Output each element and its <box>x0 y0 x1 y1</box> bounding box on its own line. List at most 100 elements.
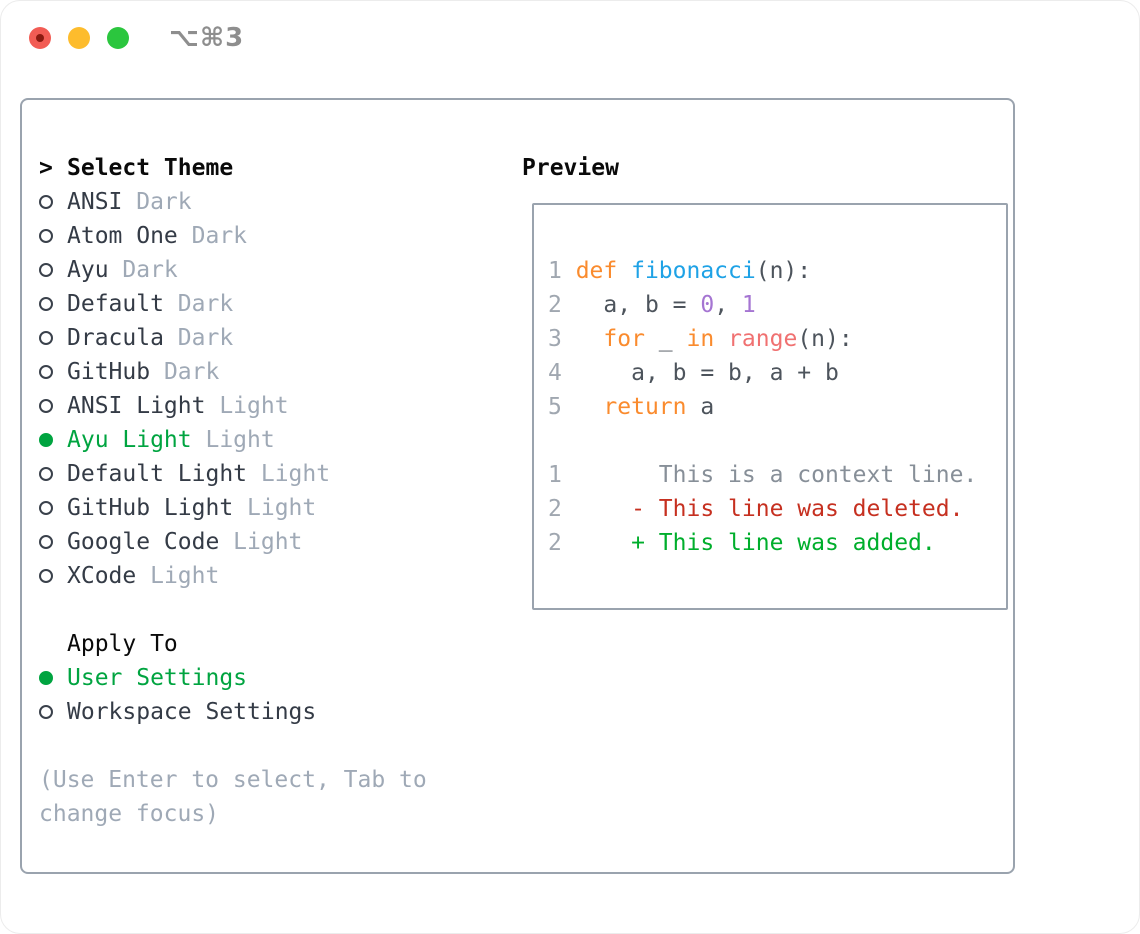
code-token-num: 1 <box>741 292 756 318</box>
code-token-pl: a <box>686 394 715 420</box>
code-token-ln: 1 <box>548 258 576 284</box>
code-line: 3 for _ in range(n): <box>548 322 1006 356</box>
marker-cell <box>39 569 67 583</box>
apply-to-option[interactable]: Workspace Settings <box>39 695 489 729</box>
keyboard-shortcut-label: ⌥⌘3 <box>169 23 245 53</box>
theme-name: Atom One <box>67 223 178 249</box>
theme-variant-label: Dark <box>177 325 234 351</box>
theme-option[interactable]: Ayu Dark <box>39 253 489 287</box>
theme-variant-label: Dark <box>177 291 234 317</box>
code-token-ln: 4 <box>548 360 576 386</box>
close-button[interactable] <box>29 27 51 49</box>
code-token-ln: 5 <box>548 394 576 420</box>
zoom-button[interactable] <box>107 27 129 49</box>
code-token-pl: , <box>714 292 742 318</box>
radio-icon <box>39 263 53 277</box>
radio-icon <box>39 535 53 549</box>
code-line: 1 This is a context line. <box>548 458 1006 492</box>
marker-cell <box>39 331 67 345</box>
marker-cell <box>39 467 67 481</box>
marker-cell <box>39 263 67 277</box>
code-token-ln: 2 <box>548 530 562 556</box>
code-token-pl <box>714 326 728 352</box>
radio-icon <box>39 365 53 379</box>
marker-cell <box>39 229 67 243</box>
radio-icon <box>39 569 53 583</box>
radio-selected-icon <box>39 433 53 447</box>
code-token-pl <box>576 394 604 420</box>
radio-icon <box>39 501 53 515</box>
code-token-pl: a, b = <box>575 292 701 318</box>
keyboard-hint: (Use Enter to select, Tab to change focu… <box>39 767 427 827</box>
code-token-ln: 3 <box>548 326 576 352</box>
code-line: 4 a, b = b, a + b <box>548 356 1006 390</box>
theme-variant-label: Light <box>233 529 303 555</box>
marker-cell <box>39 399 67 413</box>
radio-icon <box>39 195 53 209</box>
theme-name: Default <box>67 291 164 317</box>
preview-title: Preview <box>522 155 619 181</box>
theme-variant-label: Light <box>219 393 289 419</box>
apply-to-header: Apply To <box>39 627 489 661</box>
code-line: 2 + This line was added. <box>548 526 1006 560</box>
code-token-pl: a, b = b, a + b <box>575 360 839 386</box>
radio-icon <box>39 705 53 719</box>
theme-option[interactable]: Default Dark <box>39 287 489 321</box>
marker-cell <box>39 297 67 311</box>
marker-cell <box>39 671 67 685</box>
code-token-kw: for <box>603 326 645 352</box>
option-name: Workspace Settings <box>67 699 317 725</box>
radio-icon <box>39 331 53 345</box>
marker-cell <box>39 535 67 549</box>
code-token-add: + This line was added. <box>631 530 936 556</box>
minimize-button[interactable] <box>68 27 90 49</box>
code-token-pl <box>562 530 631 556</box>
theme-variant-label: Dark <box>136 189 192 215</box>
spacer <box>39 593 489 627</box>
code-token-del: - This line was deleted. <box>631 496 964 522</box>
apply-to-title: Apply To <box>67 631 178 657</box>
code-token-pl: _ <box>644 326 687 352</box>
theme-variant-label: Dark <box>122 257 178 283</box>
code-token-ln: 2 <box>548 292 576 318</box>
theme-variant-label: Light <box>150 563 220 589</box>
theme-name: Ayu Light <box>67 427 192 453</box>
apply-to-option[interactable]: User Settings <box>39 661 489 695</box>
theme-variant-label: Dark <box>163 359 220 385</box>
theme-name: GitHub <box>67 359 151 385</box>
marker-cell <box>39 195 67 209</box>
radio-icon <box>39 399 53 413</box>
marker-cell <box>39 705 67 719</box>
option-name: User Settings <box>67 665 248 691</box>
marker-cell <box>39 501 67 515</box>
radio-icon <box>39 467 53 481</box>
code-line <box>548 220 1006 254</box>
code-token-ln: 2 <box>548 496 562 522</box>
theme-option[interactable]: GitHub Dark <box>39 355 489 389</box>
theme-name: Default Light <box>67 461 248 487</box>
theme-name: Ayu <box>67 257 109 283</box>
spacer <box>39 729 489 763</box>
code-token-pl: (n): <box>755 258 812 284</box>
code-token-ctx: This is a context line. <box>561 462 978 488</box>
marker-cell <box>39 433 67 447</box>
titlebar: ⌥⌘3 <box>1 1 1139 75</box>
code-token-kw: in <box>686 326 715 352</box>
code-token-pl <box>576 326 604 352</box>
code-token-ln: 1 <box>548 462 562 488</box>
cursor-marker-icon: > <box>39 155 53 181</box>
